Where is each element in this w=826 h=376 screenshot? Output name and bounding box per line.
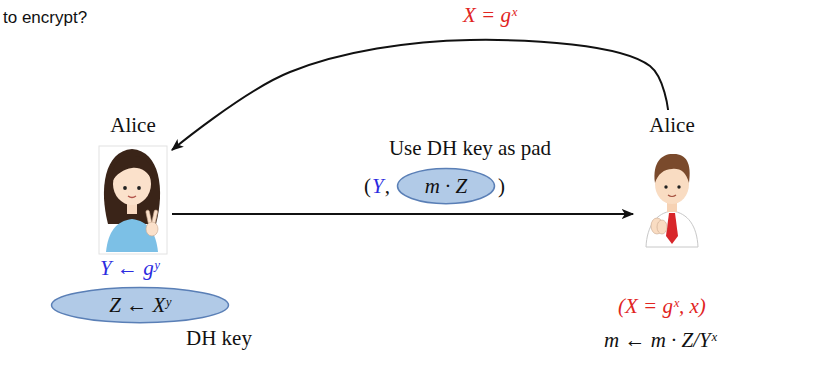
party-name: Alice	[110, 113, 155, 137]
mouth	[668, 195, 676, 197]
ellipse-text: m · Z	[425, 174, 468, 198]
eye	[123, 186, 127, 190]
curved-arrow	[172, 40, 668, 150]
math-expression: (X = gˣ, x)	[618, 294, 706, 318]
bracket: )	[498, 174, 505, 198]
hair	[655, 154, 690, 183]
eye	[137, 186, 141, 190]
edge-label: X = gˣ	[460, 3, 520, 27]
pad-ellipse: m · Z	[396, 167, 496, 205]
eye	[677, 185, 680, 188]
man-avatar	[646, 154, 698, 247]
hair	[104, 149, 160, 224]
comma: ,	[385, 174, 390, 198]
question-text: to encrypt?	[3, 8, 87, 28]
party-name: Alice	[649, 113, 694, 137]
tie	[666, 213, 678, 244]
math-expression: m ← m · Z/Yˣ	[604, 328, 717, 352]
party-figure: Alice	[94, 110, 172, 252]
party-figure: Alice	[633, 110, 711, 248]
eye	[664, 185, 667, 188]
math-expression: Y ← gʸ	[100, 256, 159, 280]
dh-key-ellipse: Z ← Xʸ	[50, 286, 230, 324]
ellipse-text: Z ← Xʸ	[109, 293, 170, 317]
math-symbol: Y	[372, 174, 384, 198]
avatar-frame	[99, 146, 167, 254]
bangs	[112, 156, 153, 182]
mouth	[128, 196, 136, 198]
girl-avatar	[99, 146, 167, 254]
ellipse-shape	[398, 168, 495, 203]
hand	[657, 220, 667, 234]
shirt	[106, 219, 158, 252]
bracket: (	[364, 174, 371, 198]
message-arrow	[172, 213, 633, 215]
ellipse-shape	[52, 287, 229, 322]
edge-label: Use DH key as pad	[386, 136, 554, 160]
note-text: DH key	[186, 326, 252, 350]
shirt	[646, 211, 698, 247]
hand	[146, 222, 158, 236]
